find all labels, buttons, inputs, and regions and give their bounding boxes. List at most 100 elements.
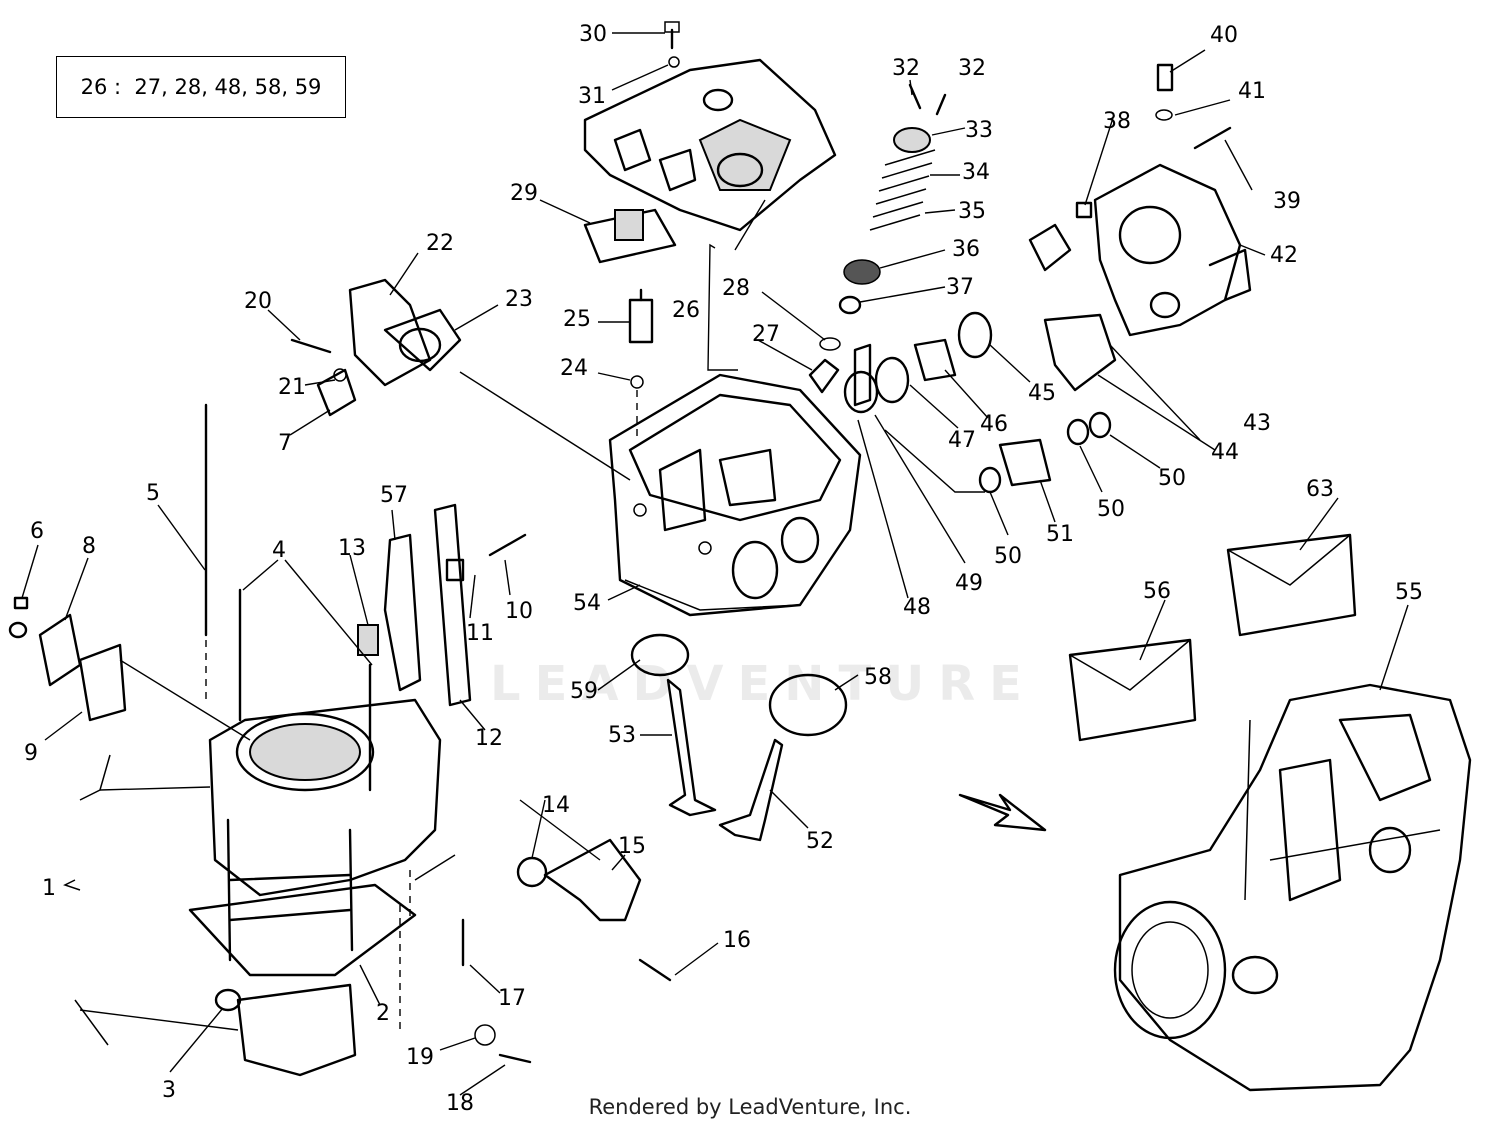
valve-52 [718, 738, 784, 842]
base-gasket-2 [188, 883, 417, 977]
callout-59: 59 [570, 679, 598, 704]
callout-55: 55 [1395, 580, 1423, 605]
clamp-7 [316, 368, 357, 417]
callout-30: 30 [579, 22, 607, 47]
plug-38 [1075, 201, 1093, 219]
lever-57 [383, 533, 422, 692]
footer-credit: Rendered by LeadVenture, Inc. [588, 1095, 912, 1119]
lever-12 [433, 503, 472, 707]
callout-24: 24 [560, 356, 588, 381]
callout-21: 21 [278, 375, 306, 400]
washer-19 [474, 1024, 496, 1046]
callout-46: 46 [980, 412, 1008, 437]
callout-3: 3 [162, 1078, 176, 1103]
intake-manifold [348, 278, 462, 387]
callout-6: 6 [30, 519, 44, 544]
callout-39: 39 [1273, 189, 1301, 214]
washer-24 [630, 375, 644, 389]
callout-35: 35 [958, 199, 986, 224]
oring-14 [516, 856, 548, 888]
cylinder [208, 698, 442, 962]
callout-38: 38 [1103, 109, 1131, 134]
callout-47: 47 [948, 428, 976, 453]
callout-13: 13 [338, 536, 366, 561]
callout-37: 37 [946, 275, 974, 300]
callout-numbers: 1 2 3 4 5 6 7 8 9 10 11 12 13 14 15 16 1… [24, 22, 1423, 1116]
callout-50a: 50 [1158, 466, 1186, 491]
callout-27: 27 [752, 322, 780, 347]
gasket-29 [583, 208, 677, 264]
tappet-48 [853, 343, 872, 407]
callout-42: 42 [1270, 243, 1298, 268]
gasket-9 [78, 643, 127, 722]
callout-4: 4 [272, 538, 286, 563]
bolt-16 [638, 958, 672, 982]
callout-45: 45 [1028, 381, 1056, 406]
valve-53 [666, 678, 717, 817]
bolt-18 [498, 1053, 532, 1064]
bolt-10 [488, 533, 527, 557]
callout-29: 29 [510, 181, 538, 206]
bolt-20 [290, 338, 332, 354]
leader-lines [21, 32, 1409, 1096]
callout-22: 22 [426, 231, 454, 256]
washer-21 [333, 368, 347, 382]
direction-arrow [958, 793, 1047, 832]
callout-57: 57 [380, 483, 408, 508]
washer-41 [1155, 109, 1173, 121]
callout-56: 56 [1143, 579, 1171, 604]
callout-31: 31 [578, 84, 606, 109]
callout-63: 63 [1306, 477, 1334, 502]
callout-58: 58 [864, 665, 892, 690]
callout-7: 7 [278, 431, 292, 456]
callout-32b: 32 [958, 56, 986, 81]
gasket-43 [1028, 223, 1072, 272]
exhaust-elbow-15 [543, 838, 642, 922]
callout-26: 26 [672, 298, 700, 323]
head-cover [583, 58, 837, 232]
callout-14: 14 [542, 793, 570, 818]
callout-28: 28 [722, 276, 750, 301]
rotary-valve-parts [874, 311, 1112, 494]
water-pump-cover-42 [1093, 163, 1252, 337]
callout-54: 54 [573, 591, 601, 616]
cylinder-head [608, 373, 862, 617]
seal-58 [768, 673, 848, 737]
callout-9: 9 [24, 741, 38, 766]
reference-note: 26 : 27, 28, 48, 58, 59 [56, 56, 346, 118]
washer-31 [668, 56, 680, 68]
envelope-63 [1226, 533, 1357, 637]
callout-11: 11 [466, 621, 494, 646]
callout-15: 15 [618, 834, 646, 859]
callout-32a: 32 [892, 56, 920, 81]
callout-18: 18 [446, 1091, 474, 1116]
block-11 [445, 558, 465, 582]
valve-spring-stack [838, 83, 947, 315]
callout-33: 33 [965, 118, 993, 143]
exhaust-valve-8 [8, 613, 82, 687]
callout-43: 43 [1243, 411, 1271, 436]
callout-52: 52 [806, 829, 834, 854]
stud-25 [628, 288, 654, 344]
block-13 [357, 624, 379, 656]
callout-49: 49 [955, 571, 983, 596]
piston-3 [214, 983, 357, 1077]
callout-8: 8 [82, 534, 96, 559]
callout-41: 41 [1238, 79, 1266, 104]
callout-51: 51 [1046, 522, 1074, 547]
seal-59 [630, 633, 690, 677]
callout-44: 44 [1211, 440, 1239, 465]
callout-1: 1 [42, 876, 56, 901]
callout-19: 19 [406, 1045, 434, 1070]
bolt-30 [664, 21, 680, 50]
callout-23: 23 [505, 287, 533, 312]
callout-48: 48 [903, 595, 931, 620]
callout-50b: 50 [1097, 497, 1125, 522]
impeller-44 [1043, 313, 1117, 392]
callout-50c: 50 [994, 544, 1022, 569]
callout-16: 16 [723, 928, 751, 953]
callout-34: 34 [962, 160, 990, 185]
callout-5: 5 [146, 481, 160, 506]
callout-53: 53 [608, 723, 636, 748]
